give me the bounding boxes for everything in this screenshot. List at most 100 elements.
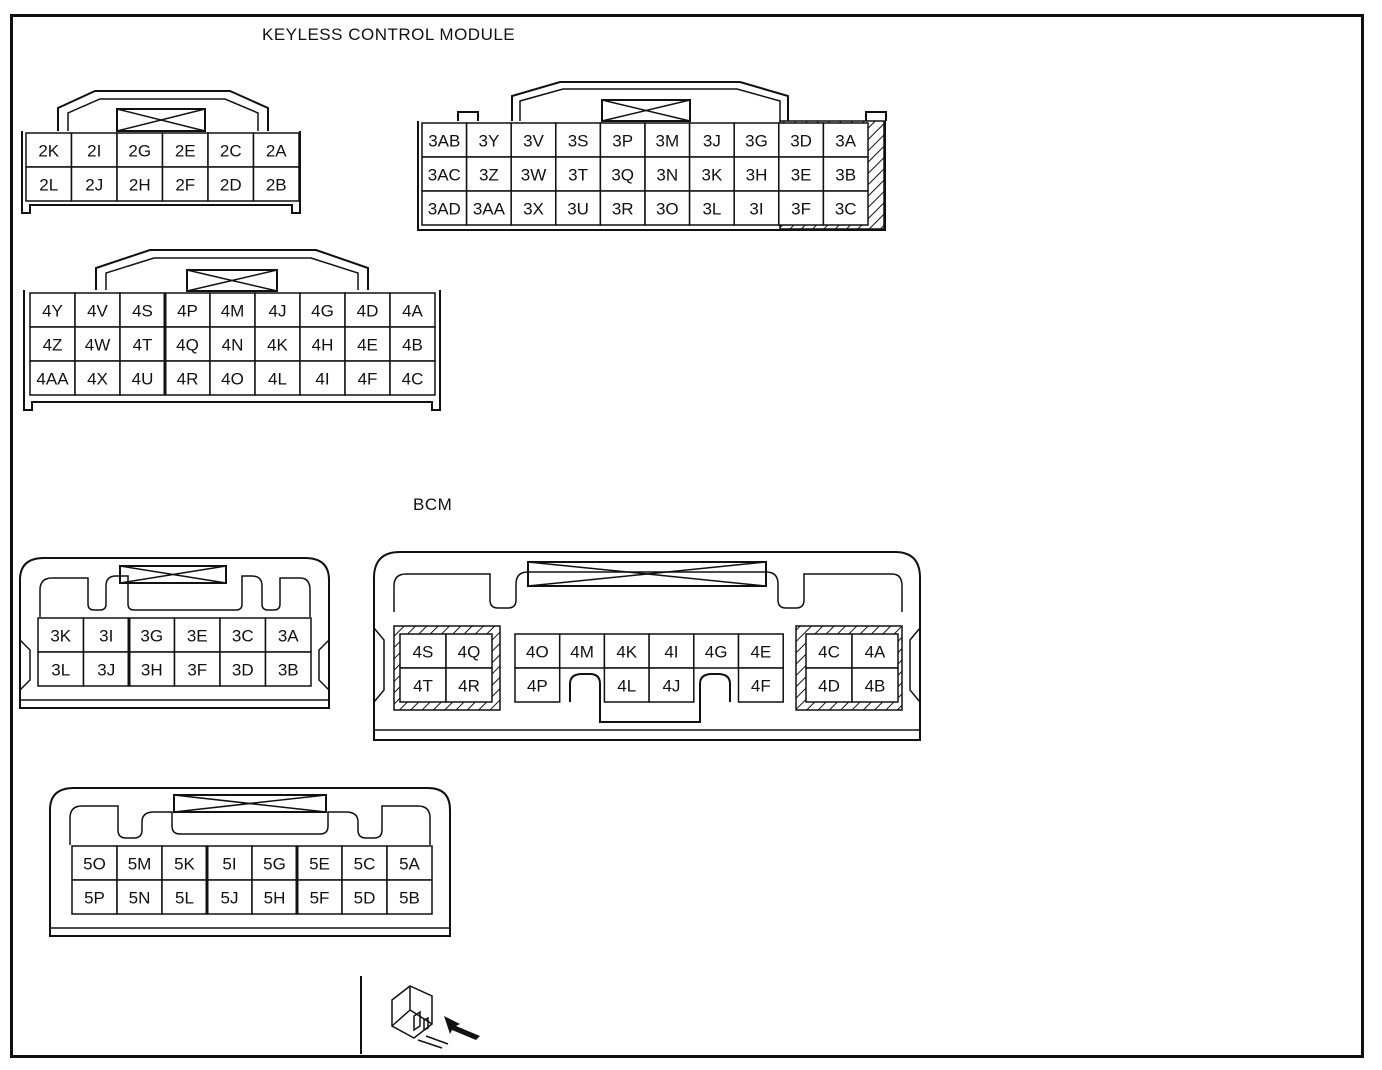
bcm-c5-pin-5b-cell [386,879,433,915]
bcm-c5-pin-5i-cell [206,845,253,881]
keyless-c4-pin-4z-label: 4Z [43,336,63,355]
bcm-c3-pin-3h-label: 3H [141,661,163,680]
bcm-c4-mid-pin-4f-cell [737,667,784,703]
bcm-connector-3-housing [19,557,330,709]
bcm-connector-5-housing [49,787,451,937]
keyless-c3-pin-3j-label: 3J [703,132,721,151]
keyless-c2-pin-2a-cell [252,132,300,168]
keyless-c3-pin-3j-cell [688,122,735,158]
keyless-c4-pin-4aa-cell [29,360,76,396]
keyless-c4-pin-4f-label: 4F [358,370,378,389]
keyless-c2-pin-2h-cell [116,166,164,202]
keyless-c2-pin-2b-cell [252,166,300,202]
keyless-c4-pin-4d-label: 4D [357,302,379,321]
bcm-c4-left-pin-4q-label: 4Q [458,643,481,662]
keyless-c3-pin-3u-label: 3U [567,200,589,219]
bcm-c5-pin-5c-cell [341,845,388,881]
keyless-c3-pin-3h-cell [733,156,780,192]
keyless-c3-pin-3aa-cell [465,190,512,226]
keyless-c3-pin-3i-label: 3I [749,200,763,219]
keyless-c4-pin-4t-cell [119,326,166,362]
bcm-c4-mid-pin-4f-label: 4F [751,677,771,696]
keyless-c3-pin-3c-cell [822,190,869,226]
keyless-c4-pin-4w-label: 4W [85,336,111,355]
bcm-c5-pin-5f-label: 5F [310,889,330,908]
keyless-c3-pin-3c-label: 3C [835,200,857,219]
keyless-c4-pin-4u-label: 4U [132,370,154,389]
bcm-c4-right-pin-4a-label: 4A [865,643,886,662]
bcm-c4-right-pin-4c-label: 4C [818,643,840,662]
keyless-c3-pin-3ad-cell [421,190,468,226]
bcm-c4-mid-pin-4i-label: 4I [664,643,678,662]
keyless-c2-pin-2c-cell [207,132,255,168]
keyless-c3-pin-3t-label: 3T [568,166,588,185]
keyless-c3-pin-3b-cell [822,156,869,192]
keyless-c4-pin-4q-label: 4Q [176,336,199,355]
keyless-c4-pin-4r-cell [164,360,211,396]
keyless-c3-pin-3e-label: 3E [791,166,812,185]
keyless-connector-2-housing [21,90,301,214]
keyless-c3-pin-3w-label: 3W [521,166,547,185]
keyless-c2-pin-2i-label: 2I [87,142,101,161]
bcm-c4-left-pin-4s-label: 4S [413,643,434,662]
keyless-c3-pin-3aa-label: 3AA [473,200,506,219]
keyless-c4-pin-4a-label: 4A [402,302,423,321]
bcm-c3-pin-3l-label: 3L [51,661,70,680]
bcm-c4-mid-pin-4e-label: 4E [750,643,771,662]
keyless-c4-pin-4j-label: 4J [269,302,287,321]
bcm-c4-mid-pin-4o-label: 4O [526,643,549,662]
bcm-c3-pin-3b-cell [264,651,312,687]
keyless-c4-pin-4m-label: 4M [221,302,245,321]
bcm-c5-pin-5d-cell [341,879,388,915]
bcm-c5-pin-5m-label: 5M [128,855,152,874]
bcm-c3-pin-3d-cell [219,651,267,687]
keyless-c4-pin-4r-label: 4R [177,370,199,389]
keyless-c3-pin-3i-cell [733,190,780,226]
keyless-c3-pin-3m-label: 3M [655,132,679,151]
keyless-c4-pin-4l-cell [254,360,301,396]
bcm-c4-left-pin-4t-label: 4T [413,677,433,696]
bcm-c4-right-pin-4d-cell [805,667,853,703]
keyless-c3-pin-3ab-label: 3AB [428,132,460,151]
keyless-c2-pin-2i-cell [70,132,118,168]
keyless-c3-pin-3b-label: 3B [835,166,856,185]
keyless-c3-pin-3p-label: 3P [612,132,633,151]
bcm-c5-pin-5e-label: 5E [309,855,330,874]
bcm-c4-mid-pin-4p-cell [514,667,561,703]
keyless-c3-pin-3a-label: 3A [835,132,856,151]
bcm-c5-pin-5n-cell [116,879,163,915]
keyless-c3-pin-3n-cell [644,156,691,192]
keyless-c3-pin-3o-label: 3O [656,200,679,219]
bcm-c4-left-pin-4r-cell [445,667,493,703]
bcm-c5-pin-5m-cell [116,845,163,881]
keyless-c3-pin-3d-cell [778,122,825,158]
keyless-c3-pin-3q-label: 3Q [611,166,634,185]
bcm-c4-mid-pin-4e-cell [737,633,784,669]
bcm-c4-right-pin-4d-label: 4D [818,677,840,696]
bcm-c5-pin-5h-label: 5H [264,889,286,908]
keyless-c2-pin-2g-label: 2G [128,142,151,161]
keyless-c4-pin-4o-cell [209,360,256,396]
bcm-c4-mid-pin-4m-label: 4M [570,643,594,662]
keyless-c4-pin-4l-label: 4L [268,370,287,389]
bcm-c5-pin-5k-cell [161,845,208,881]
keyless-c3-pin-3s-label: 3S [568,132,589,151]
keyless-c2-pin-2k-cell [25,132,73,168]
bcm-c5-pin-5k-label: 5K [174,855,195,874]
bcm-c4-mid-pin-4m-cell [558,633,606,669]
keyless-c2-pin-2l-label: 2L [39,176,58,195]
keyless-c3-pin-3t-cell [555,156,602,192]
keyless-c4-pin-4g-label: 4G [311,302,334,321]
bcm-c3-pin-3e-label: 3E [187,627,208,646]
keyless-c3-pin-3x-label: 3X [523,200,544,219]
keyless-c4-pin-4e-cell [344,326,391,362]
bcm-title: BCM [413,495,453,514]
bcm-c5-pin-5i-label: 5I [222,855,236,874]
bcm-c3-pin-3j-label: 3J [97,661,115,680]
keyless-c4-pin-4m-cell [209,292,256,328]
keyless-c3-pin-3f-label: 3F [791,200,811,219]
keyless-c2-pin-2h-label: 2H [129,176,151,195]
